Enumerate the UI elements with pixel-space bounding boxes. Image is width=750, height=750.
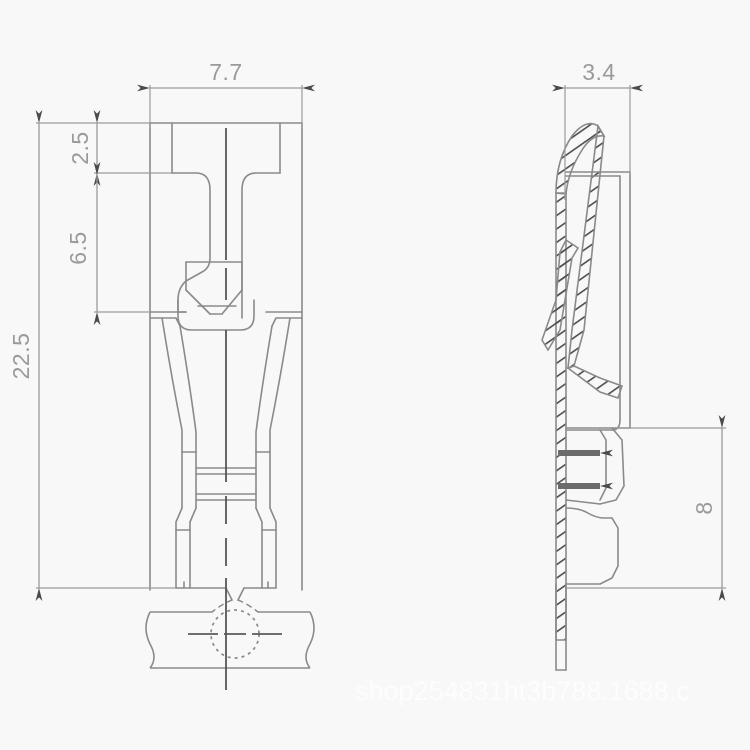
section-direction-arrows [558, 449, 613, 490]
dimension-label-width-total: 7.7 [209, 59, 242, 85]
carrier-strip [145, 611, 315, 669]
carrier-break-lines [211, 599, 259, 613]
dimension-tab-depth: 2.5 [67, 110, 172, 186]
dimension-label-tab-depth: 2.5 [67, 131, 93, 164]
dimension-crimp-height: 8 [566, 415, 726, 601]
side-view-geometry [555, 171, 631, 671]
dimension-overall-length: 22.5 [8, 110, 176, 601]
dimension-body-height: 6.5 [65, 162, 150, 325]
dimension-label-body-height: 6.5 [65, 231, 91, 264]
dimension-label-overall-length: 22.5 [8, 333, 34, 380]
dimension-side-width: 3.4 [552, 59, 643, 200]
front-view-geometry [149, 122, 303, 601]
dimension-label-crimp-height: 8 [691, 501, 717, 514]
dimension-label-side-width: 3.4 [582, 59, 615, 85]
dimension-width-total: 7.7 [137, 59, 315, 128]
